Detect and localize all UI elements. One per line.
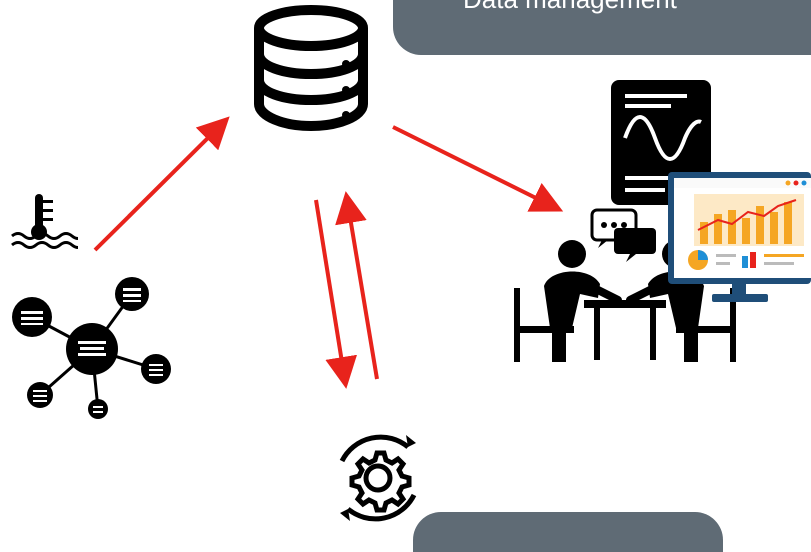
arrow-sensors-to-database — [93, 116, 230, 252]
arrow-database-to-processing — [314, 199, 358, 389]
dashboard-monitor-icon — [668, 172, 811, 304]
gear-cycle-icon — [328, 427, 428, 528]
arrow-processing-to-database — [335, 191, 379, 380]
data-management-label: Data management — [463, 0, 677, 14]
data-management-panel: Data management — [393, 0, 811, 55]
temperature-water-icon — [10, 192, 78, 252]
database-icon — [252, 4, 370, 132]
sensor-network-icon — [10, 277, 175, 422]
flow-arrows — [93, 116, 564, 389]
arrow-database-to-users — [392, 125, 564, 212]
meeting-people-icon — [510, 208, 740, 364]
